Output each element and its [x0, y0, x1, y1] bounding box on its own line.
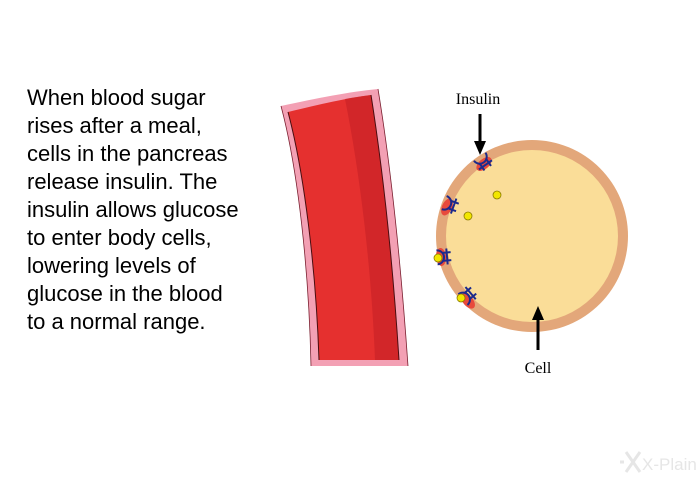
caption-text: When blood sugar rises after a meal, cel…	[27, 84, 289, 336]
cell-cytoplasm	[446, 150, 618, 322]
insulin-label: Insulin	[456, 91, 500, 108]
receptor-site	[441, 198, 453, 216]
vessel-wall-outline-left	[280, 105, 312, 367]
cell-label: Cell	[525, 360, 552, 377]
insulin-receptor	[457, 286, 477, 306]
glucose-molecule	[492, 190, 502, 200]
x-plain-logo: X-Plain	[620, 451, 697, 474]
caption-line: lowering levels of	[27, 253, 196, 278]
caption-line: rises after a meal,	[27, 113, 202, 138]
glucose-molecule	[433, 253, 443, 263]
blood-vessel	[280, 88, 409, 367]
insulin-receptor	[441, 195, 460, 214]
cell	[436, 140, 628, 332]
caption-line: to enter body cells,	[27, 225, 212, 250]
glucose-molecules	[433, 190, 502, 303]
vessel-edge-left	[287, 111, 320, 361]
caption-line: cells in the pancreas	[27, 141, 228, 166]
caption-line: release insulin. The	[27, 169, 218, 194]
glucose-molecule	[456, 293, 466, 303]
insulin-arrow	[474, 114, 486, 155]
caption-line: glucose in the blood	[27, 281, 223, 306]
x-plain-logo-mark	[620, 451, 642, 473]
insulin-receptor	[436, 248, 452, 266]
x-plain-logo-text: X-Plain	[642, 455, 697, 474]
caption-line: When blood sugar	[27, 85, 206, 110]
insulin-receptor	[473, 152, 493, 172]
cell-arrow	[532, 306, 544, 350]
insulin-receptors	[436, 152, 493, 306]
caption-line: insulin allows glucose	[27, 197, 239, 222]
vessel-edge-right	[370, 94, 400, 361]
caption-line: to a normal range.	[27, 309, 206, 334]
vessel-wall-outline-right	[377, 88, 409, 367]
glucose-molecule	[463, 211, 473, 221]
vessel-shade	[345, 95, 399, 360]
